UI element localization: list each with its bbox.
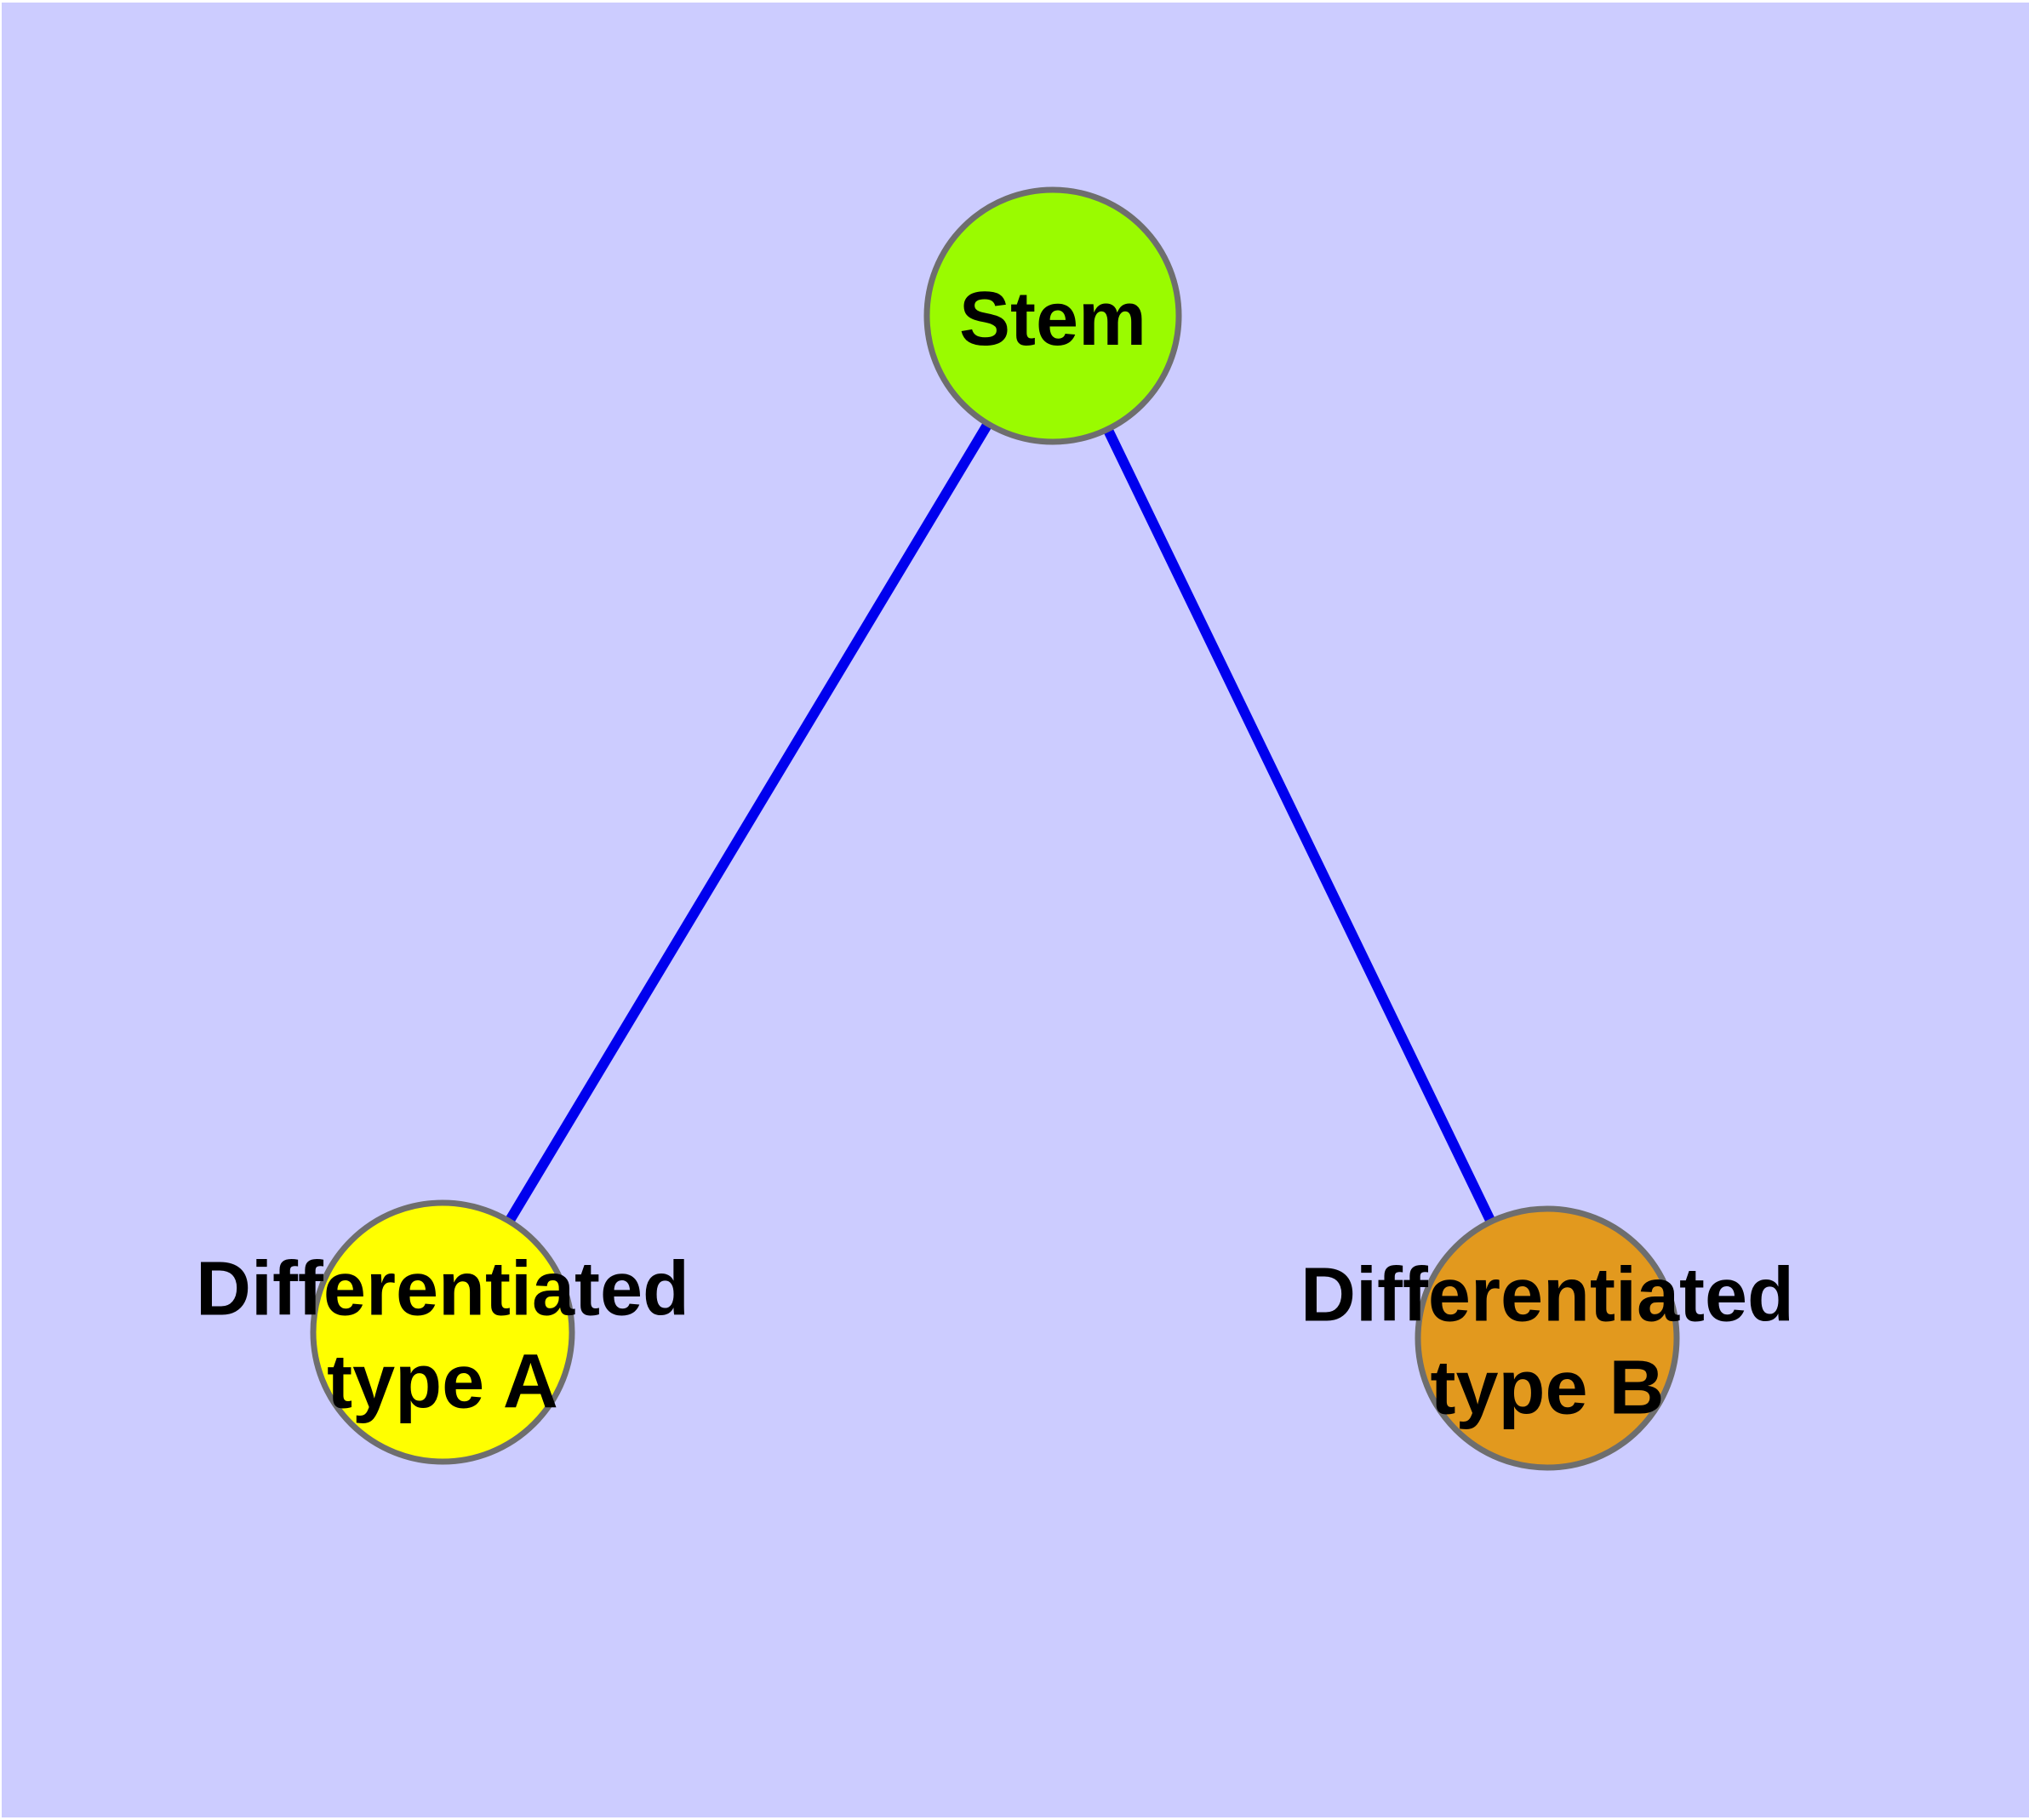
node-label-line: type B bbox=[1430, 1346, 1664, 1431]
edge-stem-differentiated-type-b bbox=[1048, 313, 1552, 1341]
edge-stem-differentiated-type-a bbox=[437, 312, 1058, 1336]
node-label-line: Stem bbox=[959, 277, 1146, 362]
node-differentiated-type-b[interactable] bbox=[1415, 1205, 1680, 1471]
node-stem[interactable] bbox=[923, 186, 1182, 445]
node-differentiated-type-a[interactable] bbox=[310, 1199, 575, 1465]
node-label-stem: Stem bbox=[959, 277, 1146, 362]
node-label-line: type A bbox=[327, 1340, 558, 1425]
node-label-line: Differentiated bbox=[196, 1247, 689, 1332]
node-label-line: Differentiated bbox=[1300, 1253, 1794, 1338]
